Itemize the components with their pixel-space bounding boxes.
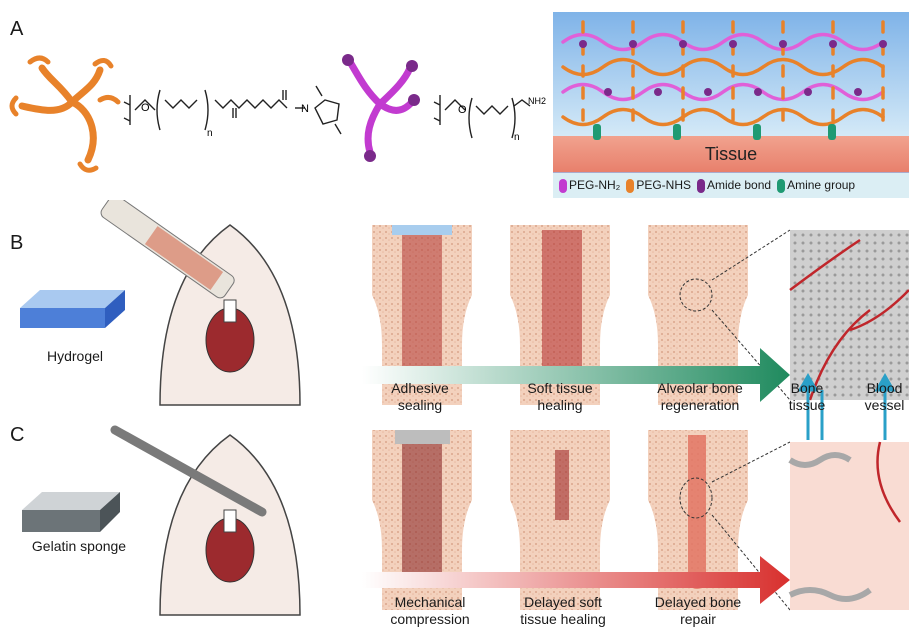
legend-peg-nhs: PEG-NHS bbox=[626, 178, 691, 193]
nh2-label: NH2 bbox=[528, 96, 546, 106]
network-legend: PEG-NH₂ PEG-NHS Amide bond Amine group bbox=[553, 172, 909, 198]
legend-amine: Amine group bbox=[777, 178, 855, 193]
step-c1-caption: Mechanical compression bbox=[380, 594, 480, 628]
step-b1-caption: Adhesive sealing bbox=[370, 380, 470, 414]
legend-amide: Amide bond bbox=[697, 178, 771, 193]
peg-nhs-swatch-icon bbox=[626, 179, 634, 193]
legend-peg-nh2: PEG-NH₂ bbox=[559, 178, 620, 193]
repeat-n-label: n bbox=[207, 128, 213, 139]
zoom-bone-delayed bbox=[790, 442, 909, 610]
hydrogel-label: Hydrogel bbox=[20, 348, 130, 365]
step-b3-caption: Alveolar bone regeneration bbox=[640, 380, 760, 414]
legend-peg-nh2-label: PEG-NH₂ bbox=[569, 178, 620, 192]
gelatin-sponge-label: Gelatin sponge bbox=[14, 538, 144, 555]
hydrogel-block-icon bbox=[20, 290, 125, 328]
chemistry-scheme: O n N O n NH2 bbox=[0, 40, 552, 180]
oxygen-label: O bbox=[141, 102, 150, 114]
panel-label-a: A bbox=[10, 18, 23, 41]
bone-tissue-label: Bone tissue bbox=[782, 380, 832, 414]
gelatin-block-icon bbox=[22, 492, 120, 532]
peg-nh2-molecule-icon bbox=[350, 62, 412, 152]
blood-vessel-label: Blood vessel bbox=[860, 380, 909, 414]
step-b2-caption: Soft tissue healing bbox=[510, 380, 610, 414]
oxygen-label-2: O bbox=[458, 104, 467, 116]
hydrogel-network: Tissue bbox=[553, 12, 909, 172]
legend-amine-label: Amine group bbox=[787, 178, 855, 192]
legend-amide-label: Amide bond bbox=[707, 178, 771, 192]
peg-nh2-swatch-icon bbox=[559, 179, 567, 193]
amide-swatch-icon bbox=[697, 179, 705, 193]
legend-peg-nhs-label: PEG-NHS bbox=[636, 178, 691, 192]
step-c2-caption: Delayed soft tissue healing bbox=[508, 594, 618, 628]
amine-swatch-icon bbox=[777, 179, 785, 193]
peg-nhs-molecule-icon bbox=[12, 58, 118, 170]
tissue-label: Tissue bbox=[705, 144, 757, 164]
nhs-n-label: N bbox=[301, 103, 309, 115]
step-c3-caption: Delayed bone repair bbox=[638, 594, 758, 628]
repeat-n-label-2: n bbox=[514, 132, 520, 143]
